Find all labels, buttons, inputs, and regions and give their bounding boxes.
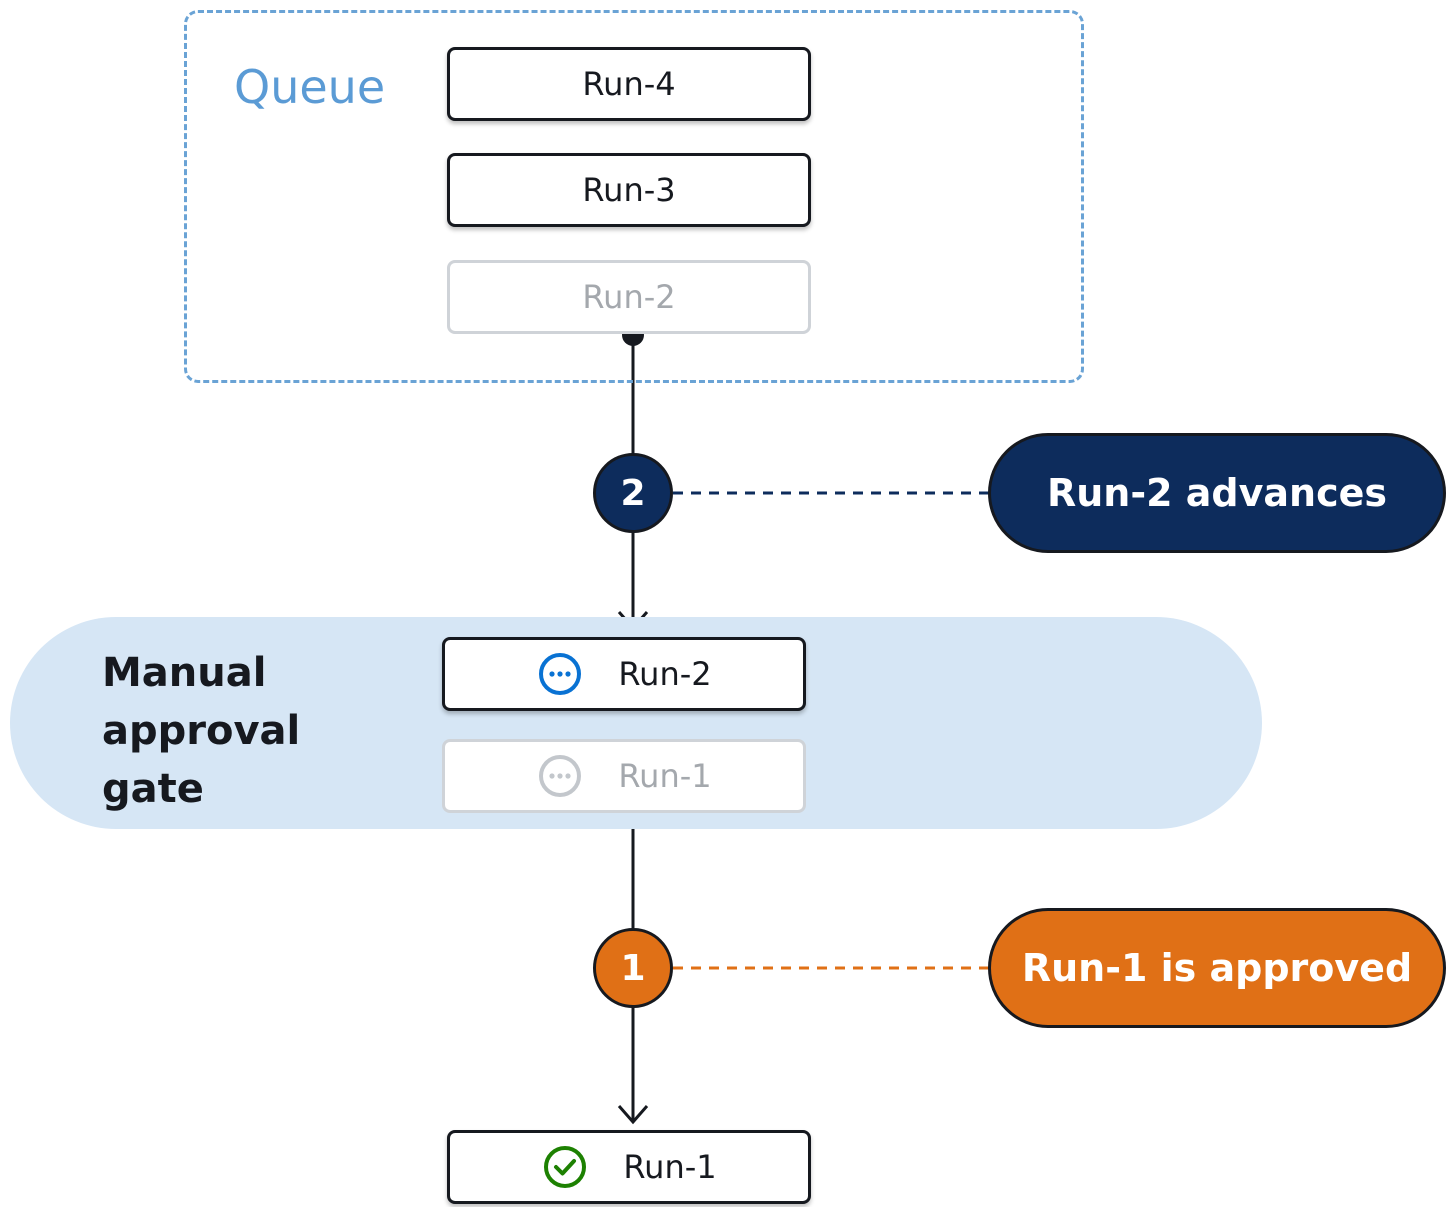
- gate-label-line: gate: [102, 766, 204, 812]
- run-label: Run-4: [582, 65, 676, 103]
- step-1-marker: 1: [593, 928, 673, 1008]
- step-1-callout: Run-1 is approved: [988, 908, 1446, 1028]
- queue-run-2-faded: Run-2: [447, 260, 811, 334]
- step-2-callout: Run-2 advances: [988, 433, 1446, 553]
- queue-run-3: Run-3: [447, 153, 811, 227]
- approval-gate-label: Manual approval gate: [102, 644, 300, 818]
- success-check-icon: [541, 1143, 589, 1191]
- run-label: Run-3: [582, 171, 676, 209]
- gate-label-line: approval: [102, 708, 301, 754]
- result-arrowhead: [617, 1105, 649, 1125]
- queue-label: Queue: [234, 60, 386, 114]
- run-label: Run-1: [623, 1148, 717, 1186]
- run-label: Run-2: [618, 655, 712, 693]
- queue-container: [184, 10, 1084, 383]
- queue-run-4: Run-4: [447, 47, 811, 121]
- step-2-marker: 2: [593, 453, 673, 533]
- pending-ellipsis-icon: [536, 752, 584, 800]
- gate-run-1-faded: Run-1: [442, 739, 806, 813]
- gate-run-2: Run-2: [442, 637, 806, 711]
- pending-ellipsis-icon: [536, 650, 584, 698]
- gate-label-line: Manual: [102, 650, 267, 696]
- completed-run-1: Run-1: [447, 1130, 811, 1204]
- run-label: Run-2: [582, 278, 676, 316]
- run-label: Run-1: [618, 757, 712, 795]
